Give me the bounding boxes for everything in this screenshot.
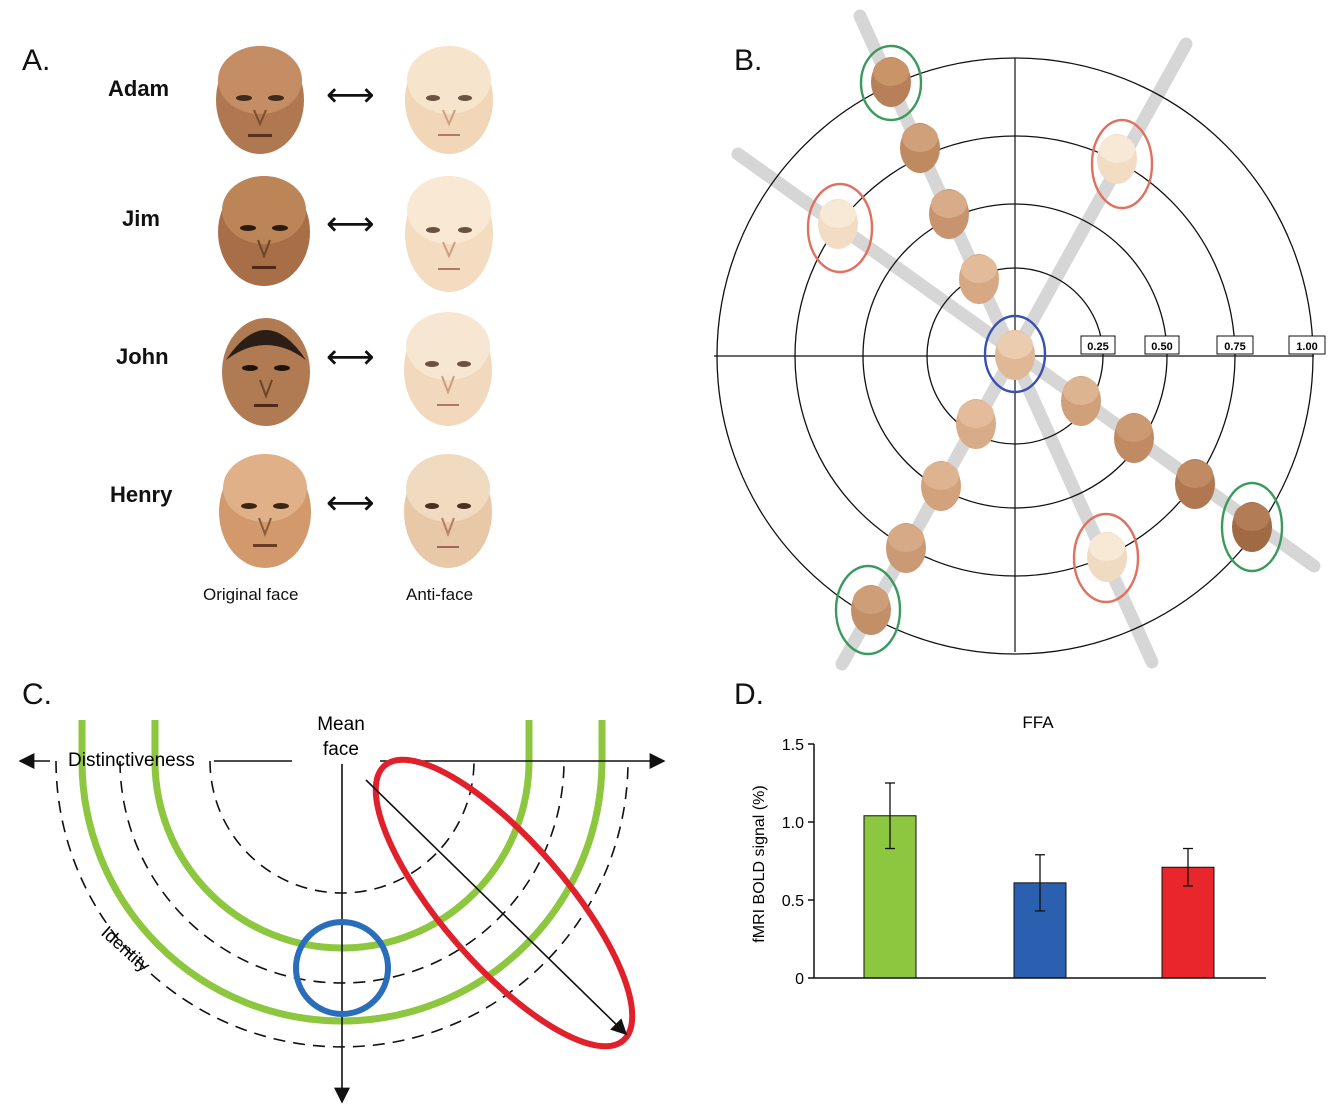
blue-circle-mean	[293, 919, 391, 1017]
panel-d-letter: D.	[734, 678, 764, 711]
double-arrow-icon: ⟷	[326, 204, 375, 244]
face-photo-henry-original	[219, 454, 311, 568]
face-photo-adam-anti	[405, 46, 493, 154]
panel-a: A. Adam Jim John Henry ⟷ ⟷ ⟷ ⟷	[0, 0, 560, 640]
panel-c-letter: C.	[22, 678, 52, 711]
panel-d: D. FFA fMRI BOLD signal (%) 0 0.5 1.0 1.5	[720, 664, 1328, 1108]
face-thumbnail	[1232, 502, 1272, 552]
ring-label-text: 0.50	[1151, 341, 1172, 353]
panel-a-letter: A.	[22, 44, 51, 77]
error-bar	[885, 782, 895, 850]
chart-title: FFA	[1022, 713, 1054, 732]
caption-original-face: Original face	[203, 585, 299, 604]
face-photo-john-original	[222, 318, 310, 426]
name-jim: Jim	[122, 206, 160, 231]
ffa-bar-chart: FFA fMRI BOLD signal (%) 0 0.5 1.0 1.5	[751, 713, 1266, 988]
face-thumbnail	[1061, 376, 1101, 426]
face-photo-adam-original	[216, 46, 304, 154]
y-tick-label: 1.0	[782, 815, 804, 832]
face-thumbnail-mean	[995, 330, 1035, 380]
double-arrow-icon: ⟷	[326, 75, 375, 115]
ring-label-0.25: 0.25	[1080, 335, 1116, 355]
face-thumbnail	[818, 199, 858, 249]
green-ring-original	[1220, 481, 1284, 573]
error-bar	[1035, 854, 1045, 912]
ring-label-text: 1.00	[1296, 341, 1317, 353]
face-thumbnail	[956, 399, 996, 449]
norm-space-diagram: Mean face Distinctiveness Identity	[18, 714, 666, 1104]
ring-label-0.75: 0.75	[1216, 335, 1254, 355]
panel-b: B. 0.25 0.50 0.75 1.00	[700, 0, 1328, 680]
panel-c: C. Mean face Distinctiveness Identity	[0, 664, 690, 1108]
y-tick-label: 1.5	[782, 737, 804, 754]
y-axis-ticks: 0 0.5 1.0 1.5	[782, 737, 814, 988]
green-ring-original	[859, 44, 923, 122]
error-bar	[1183, 847, 1193, 887]
face-thumbnail	[921, 461, 961, 511]
name-john: John	[116, 344, 169, 369]
face-thumbnail	[886, 523, 926, 573]
face-thumbnail	[929, 189, 969, 239]
label-distinctiveness: Distinctiveness	[68, 750, 195, 771]
face-thumbnail	[851, 585, 891, 635]
red-ring-antiface	[1090, 118, 1154, 210]
panel-b-letter: B.	[734, 44, 763, 77]
name-adam: Adam	[108, 76, 170, 101]
bar-series	[863, 782, 1215, 979]
name-henry: Henry	[110, 482, 173, 507]
face-photo-jim-anti	[405, 176, 493, 292]
red-ring-antiface	[1072, 512, 1140, 604]
label-face: face	[323, 739, 359, 760]
face-space-diagram: 0.25 0.50 0.75 1.00	[714, 9, 1326, 671]
red-ring-antiface	[806, 182, 874, 274]
ring-label-1.00: 1.00	[1288, 335, 1326, 355]
double-arrow-icon: ⟷	[326, 337, 375, 377]
ring-label-0.50: 0.50	[1144, 335, 1180, 355]
face-thumbnail	[871, 57, 911, 107]
face-photo-jim-original	[218, 176, 310, 286]
face-thumbnail	[1175, 459, 1215, 509]
trajectory-arrow	[365, 779, 628, 1036]
face-thumbnail	[959, 254, 999, 304]
double-arrow-icon: ⟷	[326, 483, 375, 523]
caption-anti-face: Anti-face	[406, 585, 474, 604]
red-ellipse-trajectory	[372, 756, 636, 1050]
face-thumbnail	[1087, 532, 1127, 582]
face-photo-henry-anti	[404, 454, 492, 568]
label-mean: Mean	[317, 714, 365, 735]
y-tick-label: 0	[795, 971, 804, 988]
face-thumbnail	[1097, 134, 1137, 184]
ring-label-text: 0.75	[1224, 341, 1245, 353]
face-thumbnail	[900, 123, 940, 173]
face-thumbnail	[1114, 413, 1154, 463]
highlight-ellipses	[806, 44, 1284, 656]
y-axis-label: fMRI BOLD signal (%)	[751, 785, 768, 942]
blue-ring-mean	[983, 314, 1047, 394]
green-ring-original	[834, 564, 902, 656]
face-thumbnails	[818, 57, 1272, 635]
ring-label-text: 0.25	[1087, 341, 1108, 353]
y-tick-label: 0.5	[782, 893, 804, 910]
face-photo-john-anti	[404, 312, 492, 426]
